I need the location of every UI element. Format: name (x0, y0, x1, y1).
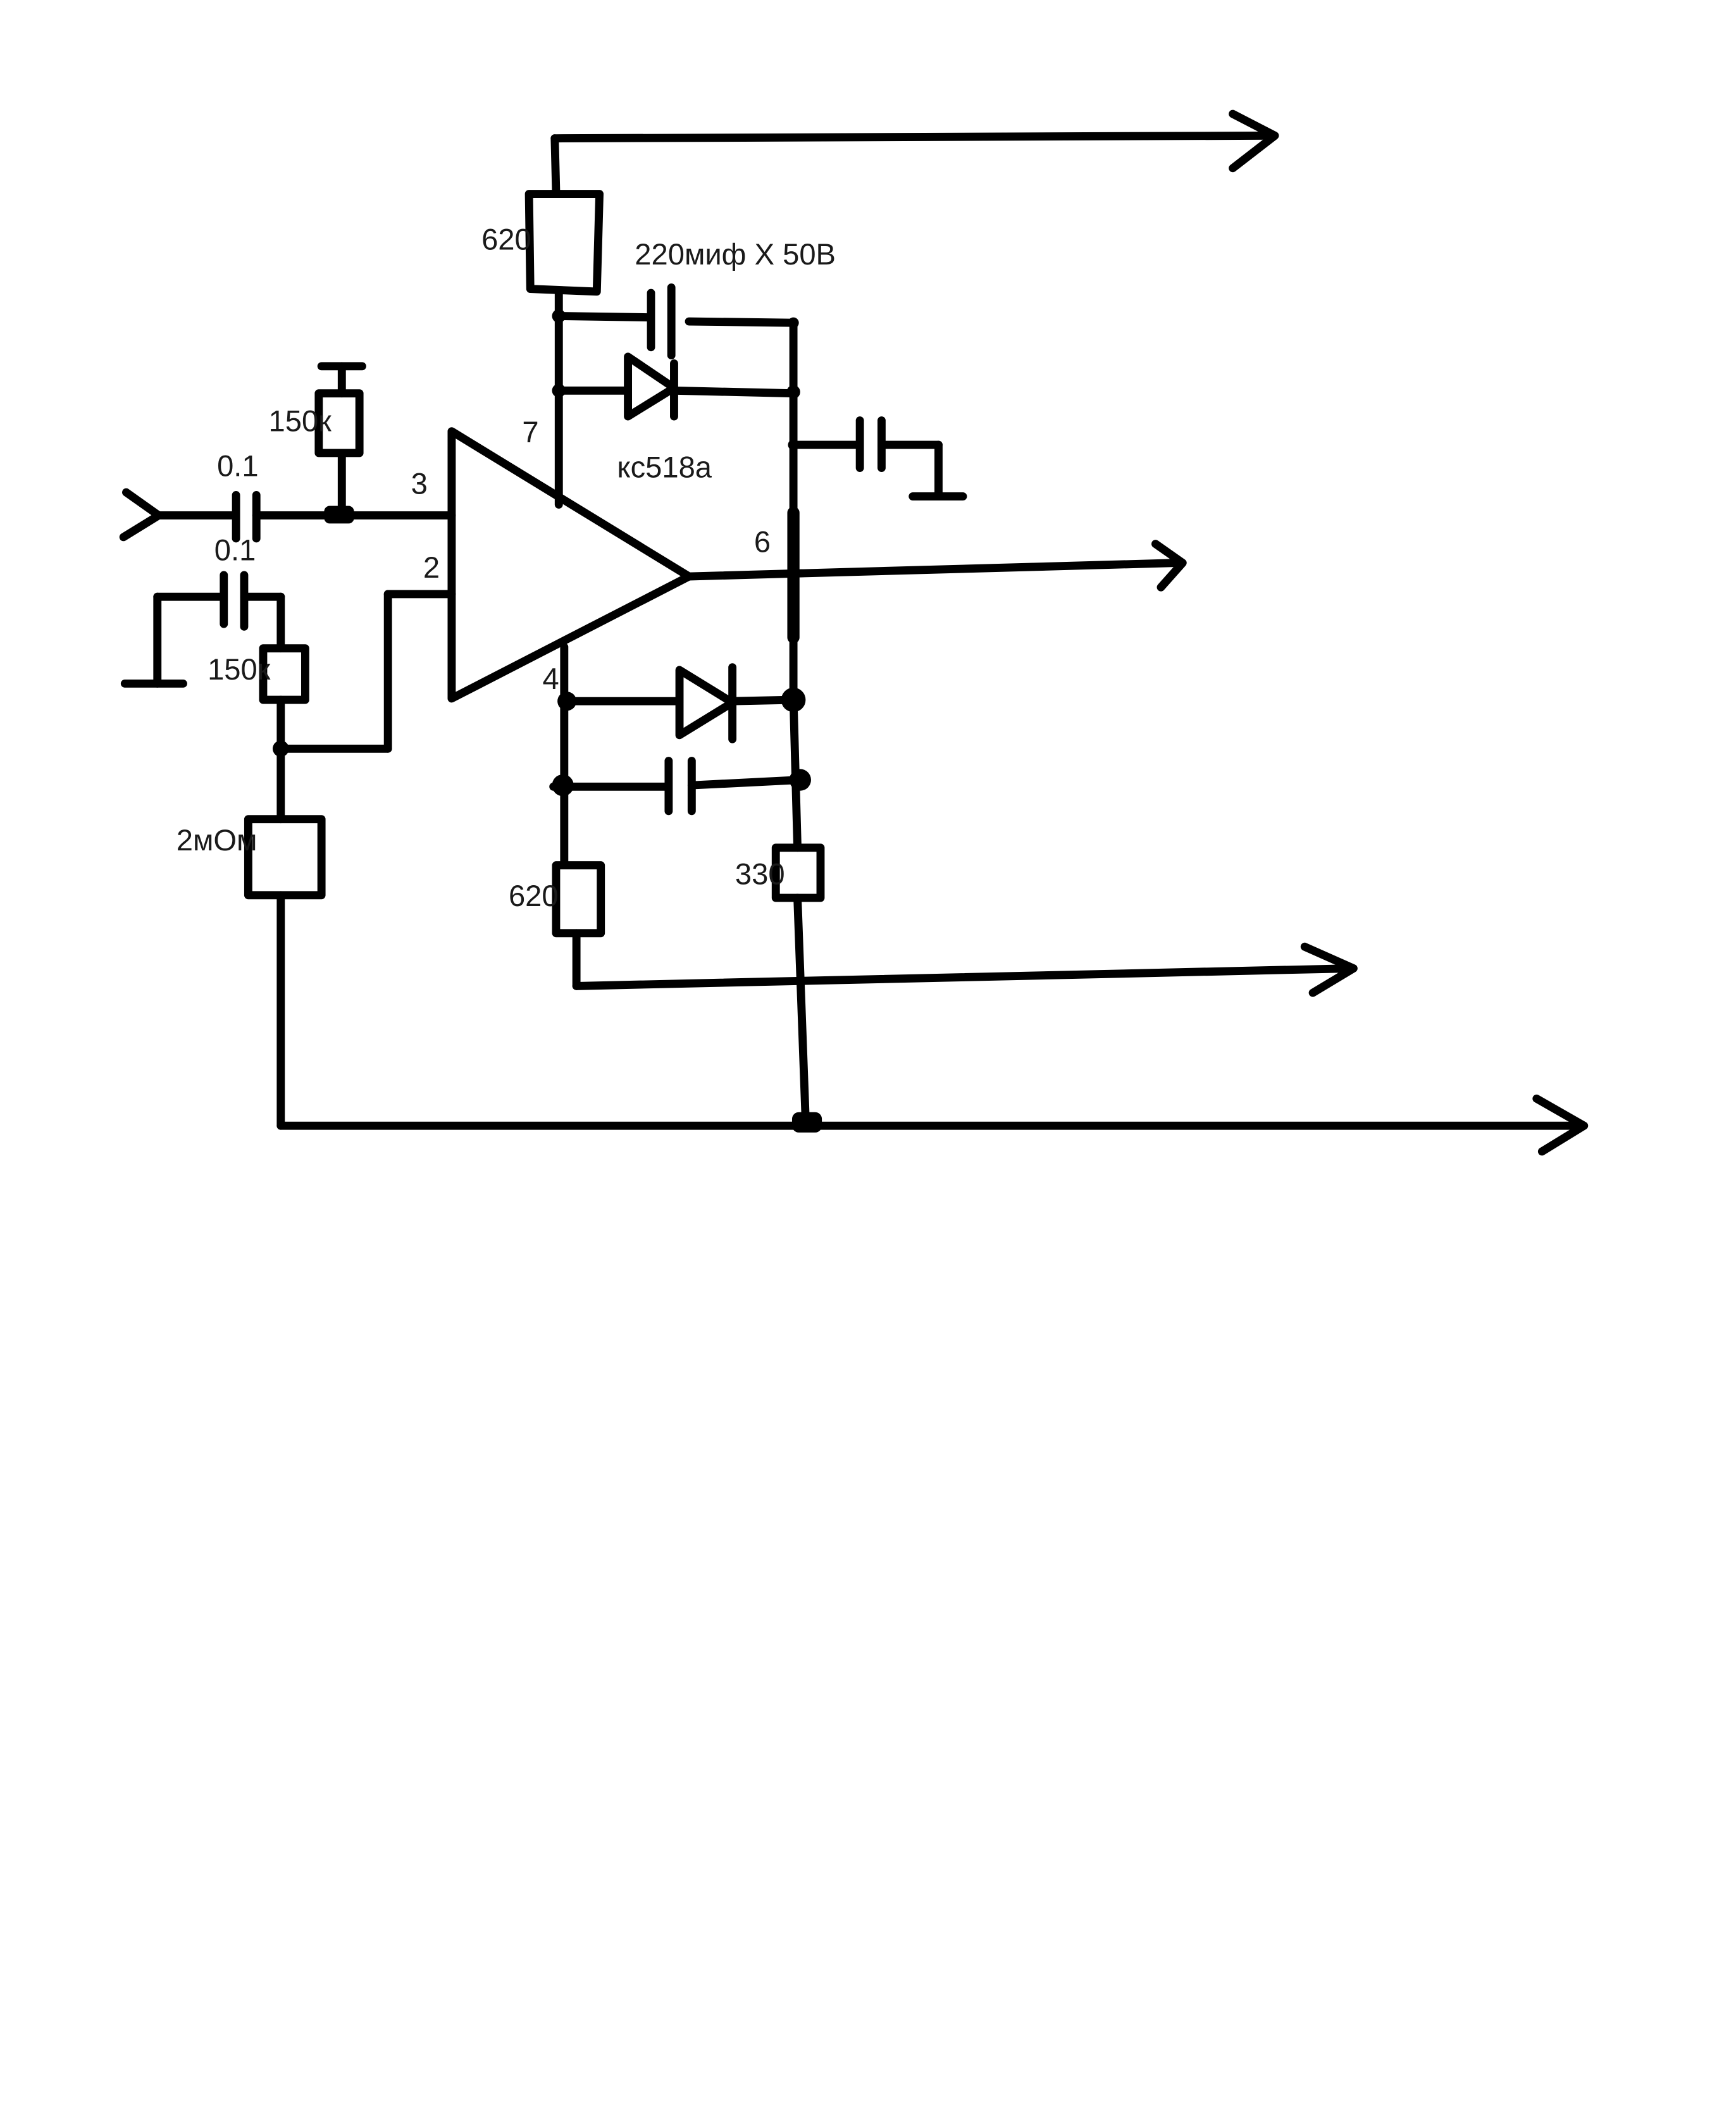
top-rail (550, 109, 1279, 197)
output-line (685, 540, 1187, 592)
label-r-bias-bottom: 150к (208, 652, 271, 686)
resistor-620-top (524, 190, 604, 509)
pin4-branch (549, 643, 805, 870)
label-pin7: 7 (522, 415, 538, 449)
capacitor-220uf (554, 283, 798, 360)
label-r-2mohm: 2мОм (177, 823, 257, 857)
bottom-rail (276, 1094, 1589, 1156)
input-pin3 (119, 488, 456, 543)
resistor-150k-top (314, 362, 366, 519)
label-r-bottom-620: 620 (509, 879, 559, 912)
op-amp (447, 427, 693, 703)
label-r-bias-top: 150к (269, 404, 332, 438)
pin2-wire (276, 590, 456, 753)
label-pin3: 3 (411, 466, 428, 500)
right-rail-lower (771, 694, 825, 1125)
label-r-top-620: 620 (481, 222, 531, 256)
label-c-in-top: 0.1 (217, 449, 259, 482)
label-c-in-bottom: 0.1 (214, 533, 256, 566)
resistor-150k-bottom (259, 644, 309, 824)
resistor-2mohm (244, 815, 326, 1130)
label-zener: кс518а (617, 451, 712, 484)
zener-diode-ks518a (554, 352, 798, 421)
label-pin2: 2 (423, 550, 440, 584)
capacitor-to-ground-right (789, 416, 967, 500)
capacitor-0-1-pin2 (120, 571, 285, 688)
resistor-620-bottom (552, 861, 1358, 997)
label-c-220: 220миф X 50В (635, 237, 836, 271)
label-pin4: 4 (543, 662, 559, 695)
label-pin6: 6 (754, 525, 771, 558)
label-r-330: 330 (735, 857, 785, 891)
junction-dots (272, 309, 822, 1133)
